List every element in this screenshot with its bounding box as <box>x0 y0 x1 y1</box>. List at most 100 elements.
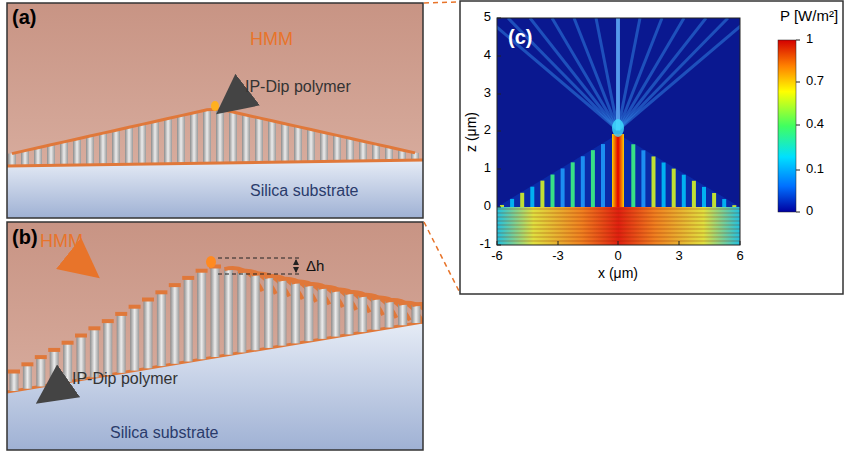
pillar <box>255 118 263 162</box>
field-stripe <box>497 237 740 238</box>
pillar <box>251 274 260 350</box>
tick <box>497 207 501 208</box>
pillar <box>224 269 233 355</box>
panel-c-frame <box>460 1 843 294</box>
field-stripe <box>497 209 740 210</box>
pillar <box>294 127 302 162</box>
dimension-label: Δh <box>306 258 324 275</box>
pillar-field <box>540 181 544 207</box>
hmm-layer <box>12 109 415 154</box>
hot-spot <box>206 256 216 268</box>
tick <box>679 241 680 245</box>
pillar <box>184 278 193 362</box>
colorbar-tick: 0 <box>806 204 813 218</box>
pillar <box>73 139 81 165</box>
pillar-field <box>641 150 645 207</box>
hmm-layer <box>7 160 423 166</box>
pillar-field <box>722 199 726 207</box>
hmm-cap <box>75 334 87 338</box>
hmm-cap <box>62 341 74 345</box>
hmm-cap <box>196 269 208 273</box>
pillar <box>281 124 289 162</box>
pillar-field <box>662 163 666 207</box>
pillar-field <box>692 181 696 207</box>
pillar-field <box>702 187 706 207</box>
axis-tick: -3 <box>552 249 564 263</box>
material-label: Silica substrate <box>110 424 219 442</box>
panel-letter: (c) <box>508 26 532 48</box>
axis-tick: 4 <box>484 48 491 62</box>
field-streak <box>616 18 620 130</box>
pillar-field <box>712 193 716 207</box>
field-streak <box>617 18 620 130</box>
hmm-cap <box>412 304 423 327</box>
pillar-field <box>672 169 676 207</box>
field-streak <box>574 18 618 130</box>
tick <box>497 18 501 19</box>
pillar <box>318 288 327 339</box>
material-label: IP-Dip polymer <box>245 78 351 96</box>
pillar <box>164 119 172 164</box>
pillar <box>320 132 328 161</box>
zoom-line <box>424 222 460 293</box>
tick <box>796 170 800 171</box>
tick <box>618 241 619 245</box>
pillar <box>211 266 220 357</box>
pillar-field <box>652 156 656 207</box>
tick <box>497 94 501 95</box>
panel-b-frame <box>7 222 423 450</box>
field-stripe <box>497 217 740 218</box>
axis-tick: 0 <box>484 199 491 213</box>
pillar <box>331 290 340 336</box>
hmm-cap <box>35 355 47 359</box>
pillar <box>103 321 112 375</box>
pillar <box>237 272 246 353</box>
field-map <box>497 18 740 245</box>
colorbar-tick: 0.1 <box>806 162 824 176</box>
tick <box>497 56 501 57</box>
pillar <box>203 110 211 163</box>
colorbar-tick: 0.4 <box>806 117 824 131</box>
hmm-cap <box>21 362 33 366</box>
tick <box>796 82 800 83</box>
colorbar <box>778 40 796 212</box>
axis-title: x (μm) <box>598 266 638 281</box>
pillar <box>291 282 300 343</box>
axis-tick: 3 <box>484 86 491 100</box>
field-streak <box>596 18 618 130</box>
pillar-field <box>561 168 565 207</box>
hmm-cap <box>142 298 154 302</box>
pillar <box>157 292 166 366</box>
axis-title: z (μm) <box>464 112 479 152</box>
axis-tick: 0 <box>614 249 621 263</box>
colorbar-tick: 0.7 <box>806 74 824 88</box>
pillar <box>99 133 107 164</box>
colorbar-title: P [W/m²] <box>780 8 838 25</box>
pillar <box>268 121 276 162</box>
pillar <box>398 304 407 325</box>
pillar <box>177 116 185 164</box>
hmm-cap <box>88 326 100 330</box>
tick <box>497 169 501 170</box>
hmm-cap <box>399 303 423 326</box>
tick <box>497 241 498 245</box>
pillar-field <box>601 144 605 207</box>
pillar-field <box>732 205 736 207</box>
pillar <box>170 285 179 364</box>
height-marker <box>218 258 300 274</box>
pillar <box>34 148 42 166</box>
axis-tick: 2 <box>484 123 491 137</box>
tick <box>497 131 501 132</box>
pillar <box>130 307 139 371</box>
pillar <box>346 138 354 161</box>
field-streak <box>618 18 728 130</box>
pillar <box>36 357 45 386</box>
field-stripe <box>497 233 740 234</box>
field-streak <box>618 18 740 130</box>
pillar <box>151 121 159 163</box>
pillar <box>21 151 29 166</box>
hmm-cap <box>155 290 167 294</box>
pillar <box>112 130 120 164</box>
hot-spot <box>211 101 219 111</box>
pillar-field <box>520 193 524 207</box>
